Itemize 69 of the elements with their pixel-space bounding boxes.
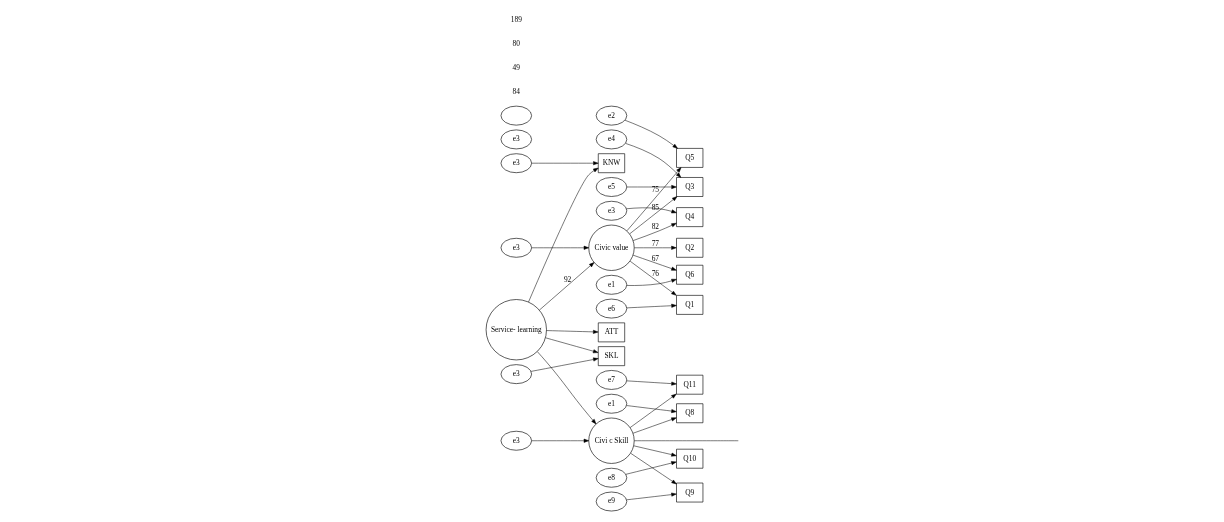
edge-label: 92 [563, 275, 571, 285]
node-box: Q11 [675, 374, 703, 395]
node-box: Q6 [675, 264, 703, 285]
arrow [632, 254, 677, 271]
edge-label: 76 [651, 269, 659, 279]
node-ellipse: e9 [595, 491, 627, 512]
node-ellipse: e3 [500, 364, 532, 384]
node-ellipse: e1 [595, 393, 627, 414]
node-ellipse: e7 [595, 370, 627, 390]
arrow [544, 337, 598, 354]
arrow [625, 207, 677, 214]
node-ellipse: e8 [595, 467, 627, 488]
node-box: Q5 [675, 148, 703, 168]
arrow [624, 143, 681, 178]
arrow [538, 262, 594, 311]
edge-label: 75 [651, 185, 659, 195]
arrow [624, 119, 678, 149]
node-ellipse: e3 [500, 129, 532, 150]
node-box: Q1 [675, 295, 703, 315]
node-box: Q10 [675, 448, 703, 469]
label: 49 [512, 63, 520, 73]
arrow [633, 245, 677, 250]
label: 80 [512, 39, 520, 49]
arrow [626, 167, 681, 232]
node-box: ATT [597, 322, 625, 343]
node-box: Q2 [675, 237, 703, 258]
edge-label: 85 [651, 203, 659, 213]
arrow [625, 461, 677, 475]
arrow [626, 185, 677, 189]
arrow [626, 380, 677, 386]
arrow [530, 245, 589, 250]
arrow [629, 453, 677, 485]
edge-label: 67 [651, 253, 659, 263]
node-ellipse: e2 [595, 105, 627, 126]
node-ellipse: e3 [500, 430, 532, 451]
label: 189 [510, 15, 522, 25]
edge-label: 82 [651, 221, 659, 231]
arrow [626, 278, 677, 286]
node-box: Q4 [675, 207, 703, 227]
arrow [625, 405, 677, 413]
node-circle: Service- learning [485, 299, 547, 361]
node-box: Q9 [675, 482, 703, 503]
node-ellipse: e6 [595, 298, 627, 319]
node-ellipse: e3 [500, 153, 532, 174]
arrow [626, 303, 677, 309]
arrow [629, 393, 677, 428]
arrow [530, 438, 589, 443]
edge-label: 77 [651, 238, 659, 248]
node-box: Q3 [675, 177, 703, 197]
arrow [530, 357, 598, 372]
node-ellipse: e1 [595, 274, 627, 295]
arrow [632, 417, 677, 434]
arrow [629, 260, 677, 296]
node-box: Q8 [675, 403, 703, 424]
node-box: SKL [597, 346, 625, 366]
arrow [527, 167, 598, 303]
node-ellipse [500, 105, 532, 126]
arrow [545, 329, 598, 334]
label: 84 [512, 86, 520, 96]
arrow [628, 196, 677, 235]
arrow [530, 161, 598, 166]
node-ellipse: e3 [595, 200, 627, 221]
arrow [632, 223, 677, 241]
node-ellipse: e4 [595, 129, 627, 150]
node-box: KNW [597, 153, 625, 174]
arrow [625, 492, 677, 501]
arrow [632, 445, 677, 457]
node-ellipse: e3 [500, 237, 532, 258]
node-ellipse: e5 [595, 177, 627, 197]
